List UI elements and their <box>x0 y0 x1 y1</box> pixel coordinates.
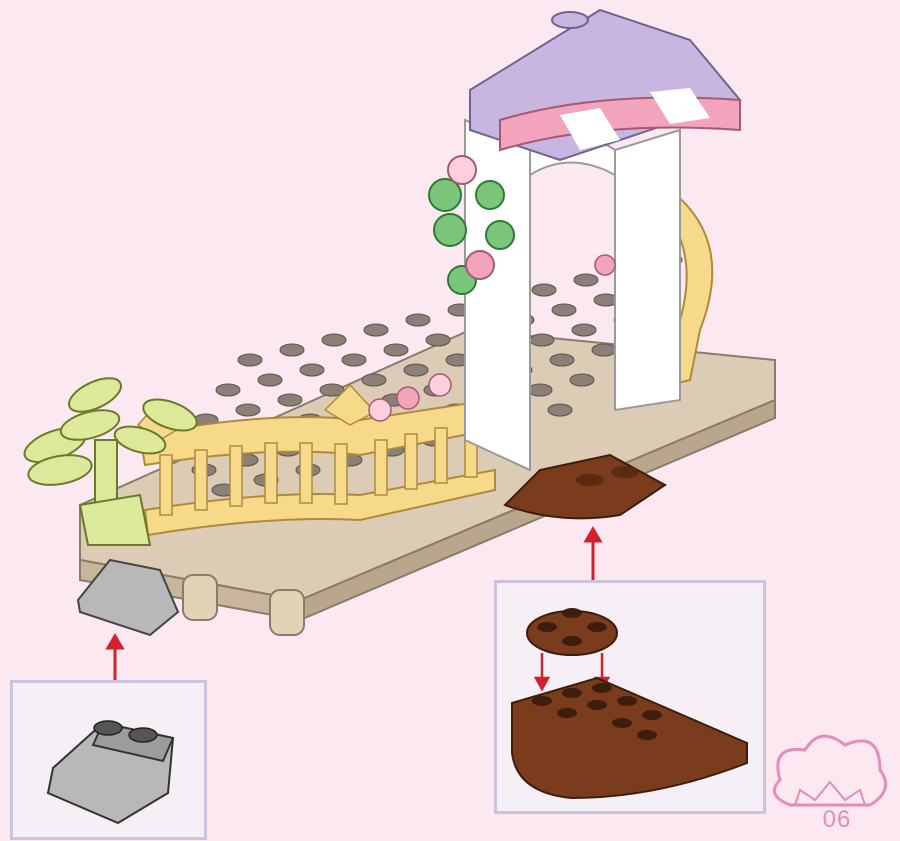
stud <box>300 364 324 376</box>
stud <box>572 324 596 336</box>
stud <box>570 374 594 386</box>
stud <box>548 404 572 416</box>
stud <box>280 344 304 356</box>
stud <box>406 314 430 326</box>
stud <box>530 334 554 346</box>
gray-slope-inset <box>10 680 207 840</box>
stud <box>362 374 386 386</box>
stud <box>528 384 552 396</box>
gray-slope-part <box>13 683 204 837</box>
stud <box>550 354 574 366</box>
stud <box>384 344 408 356</box>
stud <box>278 394 302 406</box>
page-number: 06 <box>812 806 862 834</box>
arrow-up-icon <box>586 529 600 580</box>
stud <box>238 354 262 366</box>
arrow-up-icon <box>108 636 122 680</box>
stud <box>592 344 616 356</box>
brown-parts-inset <box>494 580 766 814</box>
stud <box>342 354 366 366</box>
striped-roof <box>470 10 740 160</box>
stud <box>216 384 240 396</box>
stud <box>364 324 388 336</box>
stud <box>574 274 598 286</box>
stud <box>552 304 576 316</box>
brown-parts-assembly <box>497 583 763 811</box>
stud <box>258 374 282 386</box>
stud <box>426 334 450 346</box>
stud <box>404 364 428 376</box>
stud <box>322 334 346 346</box>
stud <box>532 284 556 296</box>
stud <box>236 404 260 416</box>
